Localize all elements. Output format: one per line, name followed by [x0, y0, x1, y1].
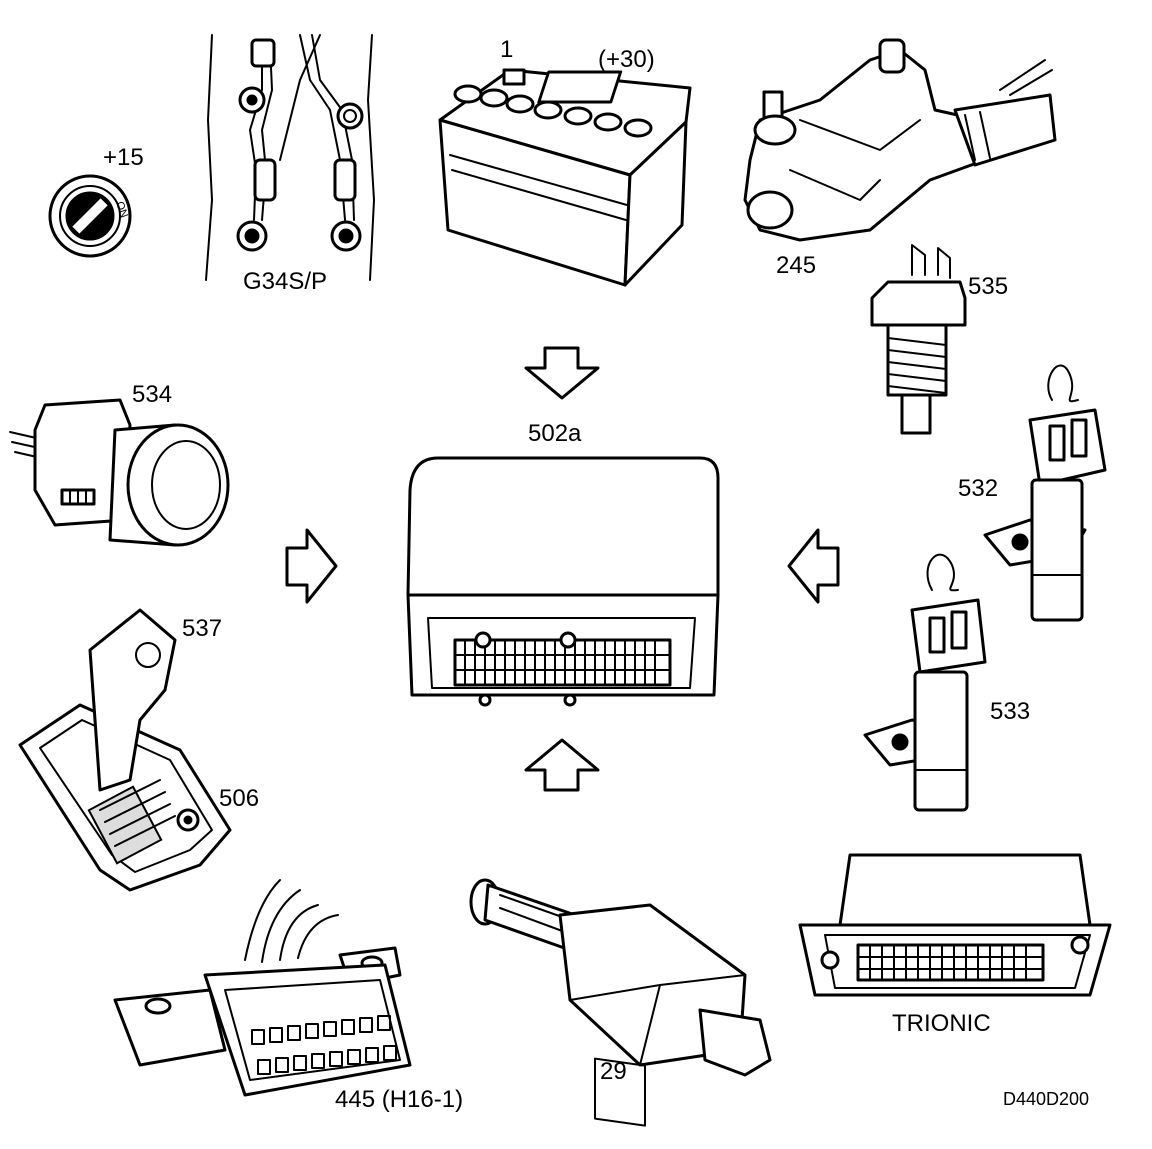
label-engine-ecu: TRIONIC — [892, 1010, 991, 1037]
label-speed-sensor-a: 532 — [958, 475, 999, 502]
label-ground-points: G34S/P — [243, 268, 328, 295]
label-gear-knob: 537 — [182, 615, 223, 642]
arrow-right-icon — [285, 528, 338, 604]
arrow-left-icon — [787, 528, 840, 604]
label-ignition: +15 — [103, 144, 144, 171]
speed-sensor-a-icon — [983, 364, 1107, 622]
temperature-sensor-icon — [870, 244, 967, 435]
ignition-switch-icon: ON — [48, 174, 132, 258]
arrow-down-icon — [524, 346, 600, 400]
speed-sensor-b-icon — [863, 553, 987, 812]
diagnostic-connector-icon — [113, 879, 412, 1097]
brake-unit-icon — [743, 38, 1057, 242]
label-speed-sensor-b: 533 — [990, 698, 1031, 725]
figure-code: D440D200 — [1003, 1089, 1090, 1109]
label-diagnostic-connector: 445 (H16-1) — [335, 1086, 464, 1113]
engine-ecu-icon — [798, 853, 1112, 997]
label-solenoid-valve: 534 — [132, 381, 173, 408]
ground-points-icon — [205, 34, 375, 281]
label-brake-unit: 245 — [776, 252, 817, 279]
ignition-on-mark: ON — [113, 200, 130, 220]
solenoid-valve-icon — [9, 398, 230, 547]
label-control-module: 502a — [528, 420, 582, 447]
label-temperature-sensor: 535 — [968, 273, 1009, 300]
arrow-up-icon — [524, 738, 600, 792]
control-module-icon — [406, 456, 720, 707]
label-brake-switch: 29 — [600, 1058, 627, 1085]
battery-icon — [438, 68, 692, 287]
label-gear-selector: 506 — [219, 785, 260, 812]
brake-switch-icon — [469, 878, 772, 1127]
label-battery-terminal: (+30) — [598, 46, 655, 73]
label-battery: 1 — [500, 36, 514, 63]
gear-selector-icon — [18, 608, 232, 892]
